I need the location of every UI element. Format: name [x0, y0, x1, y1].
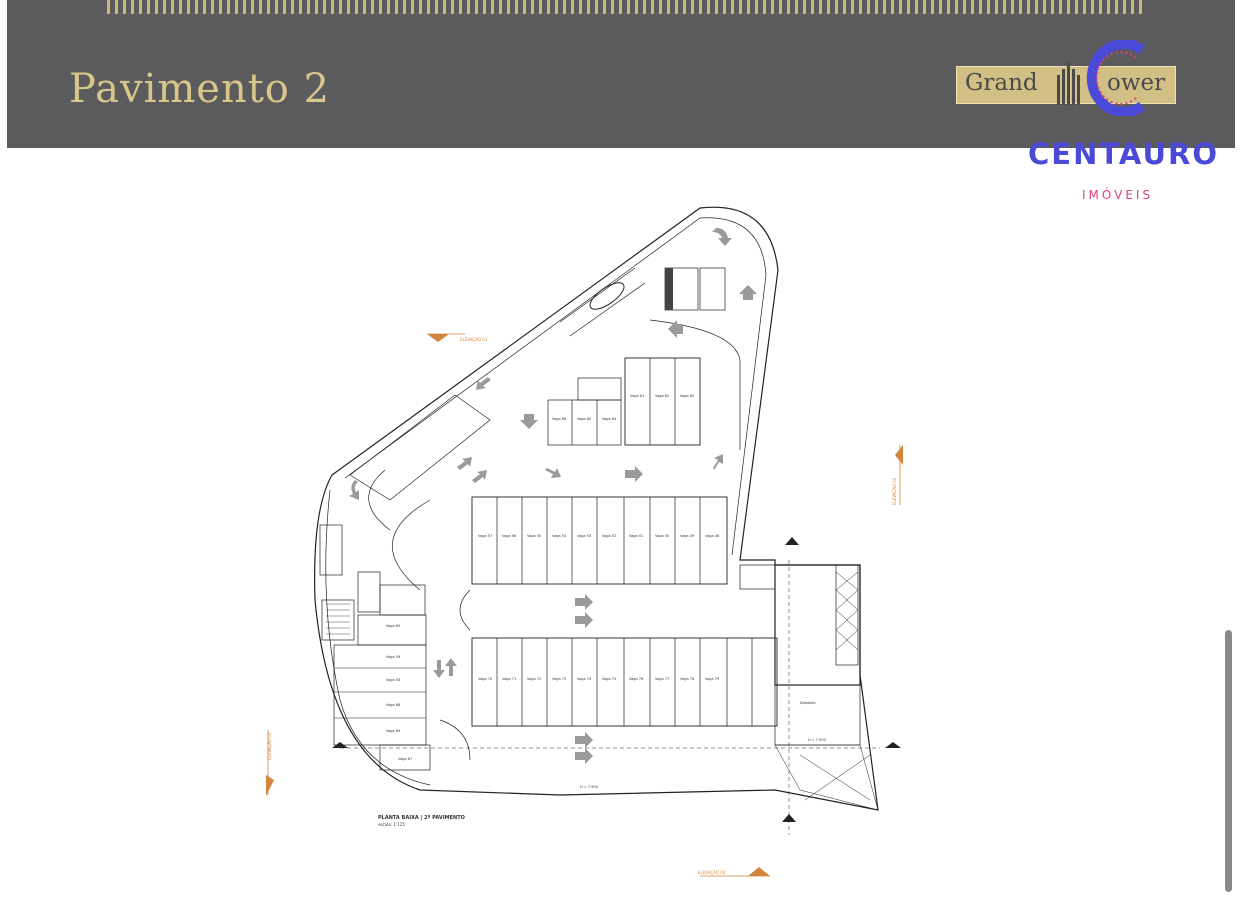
vertical-scrollbar[interactable] [1225, 630, 1232, 892]
stall-label: Vaga 53 [577, 534, 591, 538]
elevation-label: ELEVAÇÃO 02 [892, 477, 897, 505]
plan-scale: escala: 1:125 [378, 822, 405, 827]
room-label: Depósito [800, 701, 816, 705]
elevation-label: ELEVAÇÃO 04 [698, 870, 726, 875]
elevation-label: ELEVAÇÃO 01 [460, 337, 488, 342]
page-title: Pavimento 2 [69, 66, 331, 112]
stall-label: Vaga 72 [527, 677, 541, 681]
stall-label: Vaga 67 [398, 757, 412, 761]
stall-label: Vaga 64 [602, 417, 617, 421]
elevation-label: ELEVAÇÃO 03 [267, 732, 272, 760]
grand-tower-logo: Grand ower [956, 63, 1176, 105]
stall-label: Vaga 56 [502, 534, 516, 538]
stall-label: Vaga 58 [386, 678, 400, 682]
stall-label: Vaga 54 [552, 534, 567, 538]
page-background [7, 0, 1235, 910]
decorative-ruler [107, 0, 1147, 14]
stall-label: Vaga 61 [630, 394, 644, 398]
stall-label: Vaga 48 [705, 534, 719, 538]
centauro-wordmark: CENTAURO [1028, 137, 1219, 171]
stall-label: Vaga 75 [602, 677, 616, 681]
stall-label: Vaga 69 [386, 729, 400, 733]
stall-label: Vaga 68 [386, 703, 400, 707]
stall-label: Vaga 63 [680, 394, 694, 398]
stall-label: Vaga 74 [577, 677, 592, 681]
logo-word-grand: Grand [965, 70, 1038, 96]
stall-label: Vaga 79 [705, 677, 719, 681]
inner-outline [344, 217, 767, 556]
stall-label: Vaga 77 [655, 677, 669, 681]
stall-label: Vaga 66 [552, 417, 566, 421]
level-label: H = 7.900 [808, 738, 826, 742]
stall-label: Vaga 76 [629, 677, 643, 681]
logo-word-tower: ower [1107, 70, 1166, 96]
tower-icon [1057, 63, 1080, 105]
stall-label: Vaga 49 [680, 534, 694, 538]
centauro-c-icon [1086, 40, 1145, 116]
stall-label: Vaga 52 [602, 534, 616, 538]
stall-label: Vaga 51 [629, 534, 643, 538]
stall-label: Vaga 59 [386, 655, 400, 659]
stall-label: Vaga 62 [655, 394, 669, 398]
stall-label: Vaga 65 [577, 417, 591, 421]
level-label: H = 7.900 [580, 785, 598, 789]
stall-label: Vaga 70 [478, 677, 492, 681]
building-outline [314, 206, 879, 811]
stall-label: Vaga 60 [386, 624, 400, 628]
stall-label: Vaga 55 [527, 534, 541, 538]
stall-label: Vaga 71 [502, 677, 516, 681]
stall-label: Vaga 73 [552, 677, 566, 681]
centauro-subtitle: IMÓVEIS [1082, 188, 1154, 202]
stall-label: Vaga 78 [680, 677, 694, 681]
plan-caption: PLANTA BAIXA | 2º PAVIMENTO [378, 815, 465, 821]
stall-label: Vaga 57 [478, 534, 492, 538]
stall-label: Vaga 50 [655, 534, 669, 538]
